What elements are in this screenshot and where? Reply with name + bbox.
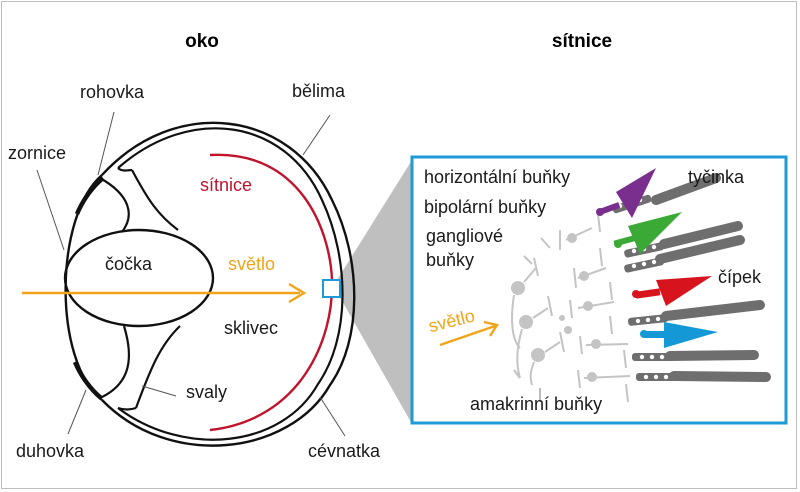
label-gangliove-2: buňky	[426, 250, 474, 270]
eye	[63, 121, 356, 447]
rod	[665, 350, 759, 361]
leader-duhovka	[67, 389, 87, 435]
leader-cevnatka	[319, 396, 346, 437]
bipolar-cell	[583, 301, 593, 311]
bipolar-cell	[567, 233, 577, 243]
ganglion-cell	[519, 315, 533, 329]
ciliary-lower-right	[134, 325, 181, 409]
title-retina: sítnice	[552, 31, 612, 52]
amacrine-cell	[564, 326, 572, 334]
ganglion-cell	[531, 348, 545, 362]
bipolar-cell	[591, 339, 601, 349]
bipolar-cell	[587, 372, 597, 382]
leader-belima	[302, 114, 331, 156]
photoreceptor-layer	[596, 168, 771, 382]
rod	[651, 173, 721, 205]
label-tycinka: tyčinka	[688, 167, 745, 187]
retina-zoom-box	[322, 279, 341, 298]
sclera-outer	[101, 121, 356, 447]
label-rohovka: rohovka	[80, 82, 145, 102]
light-arrow-icon	[483, 320, 499, 337]
neuron-layer	[511, 213, 631, 403]
cone-red	[632, 276, 712, 306]
label-cocka: čočka	[105, 254, 153, 274]
label-amakrinni: amakrinní buňky	[470, 394, 602, 414]
rod	[659, 221, 743, 249]
ciliary-lower-left	[99, 325, 131, 399]
light-arrow-icon	[288, 282, 307, 304]
bipolar-cell	[579, 271, 589, 281]
iris-lower	[72, 361, 103, 400]
cone-purple	[596, 168, 656, 218]
rod	[661, 300, 765, 321]
sclera-inner	[117, 127, 344, 441]
retina-light-ray	[439, 324, 496, 347]
label-cevnatka: cévnatka	[308, 441, 381, 461]
label-bipolarni: bipolární buňky	[424, 197, 546, 217]
cornea-outline	[64, 174, 103, 401]
lens	[63, 228, 215, 328]
label-gangliove-1: gangliové	[426, 226, 503, 246]
label-sitnice: sítnice	[200, 175, 252, 195]
cone-blue	[640, 322, 718, 348]
leader-rohovka	[97, 111, 115, 176]
ganglion-cell	[511, 281, 525, 295]
iris-upper	[74, 176, 105, 215]
rod	[669, 371, 771, 382]
cone-green	[613, 212, 682, 254]
label-duhovka: duhovka	[16, 441, 85, 461]
ciliary-upper-left	[99, 177, 130, 233]
label-cipek: čípek	[718, 267, 762, 287]
label-zornice: zornice	[8, 143, 66, 163]
leader-zornice	[36, 169, 65, 251]
leader-svaly	[141, 385, 177, 397]
ciliary-upper-right	[131, 169, 179, 231]
title-eye: oko	[185, 31, 219, 52]
zoom-cone-icon	[337, 160, 412, 424]
label-svetlo-eye: světlo	[228, 254, 275, 274]
label-sklivec: sklivec	[224, 318, 278, 338]
label-svaly: svaly	[186, 382, 227, 402]
rod	[655, 235, 745, 264]
label-horizontalni: horizontální buňky	[424, 167, 570, 187]
label-belima: bělima	[292, 81, 346, 101]
